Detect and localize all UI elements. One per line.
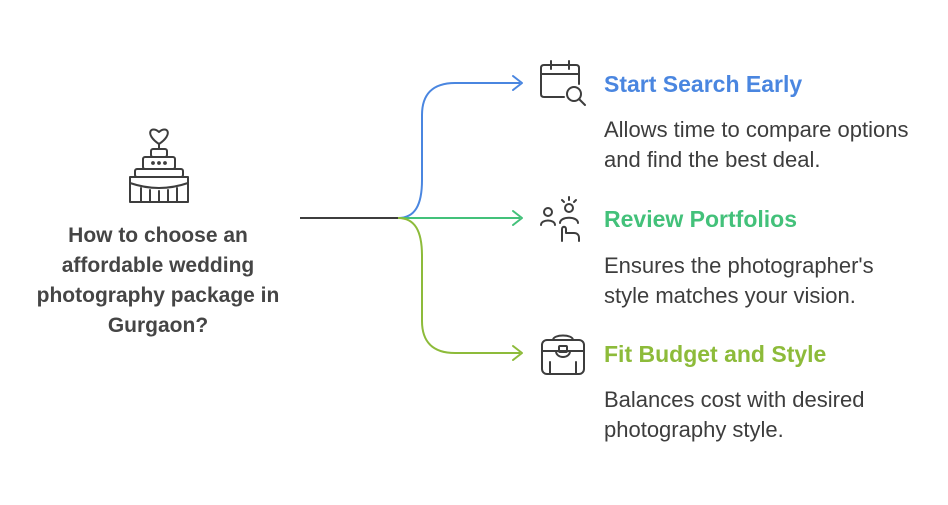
branch-desc-review-portfolios: Ensures the photographer's style matches…: [604, 253, 874, 308]
branch-title-review-portfolios: Review Portfolios: [604, 206, 797, 232]
branch-desc-fit-budget: Balances cost with desired photography s…: [604, 387, 865, 442]
branch-desc-start-search: Allows time to compare options and find …: [604, 117, 909, 172]
camera-bag-icon: [538, 330, 588, 380]
arrowhead-review-portfolios: [512, 210, 523, 226]
branch-title-start-search: Start Search Early: [604, 71, 803, 97]
wedding-cake-icon: [124, 126, 194, 206]
connector-start-search: [397, 82, 520, 219]
arrowhead-fit-budget: [512, 345, 523, 361]
central-question: How to choose an affordable wedding phot…: [36, 224, 280, 337]
review-people-icon: [538, 195, 588, 245]
arrowhead-start-search: [512, 75, 523, 91]
connector-fit-budget: [397, 217, 520, 354]
calendar-search-icon: [538, 60, 588, 110]
branch-title-fit-budget: Fit Budget and Style: [604, 341, 827, 367]
